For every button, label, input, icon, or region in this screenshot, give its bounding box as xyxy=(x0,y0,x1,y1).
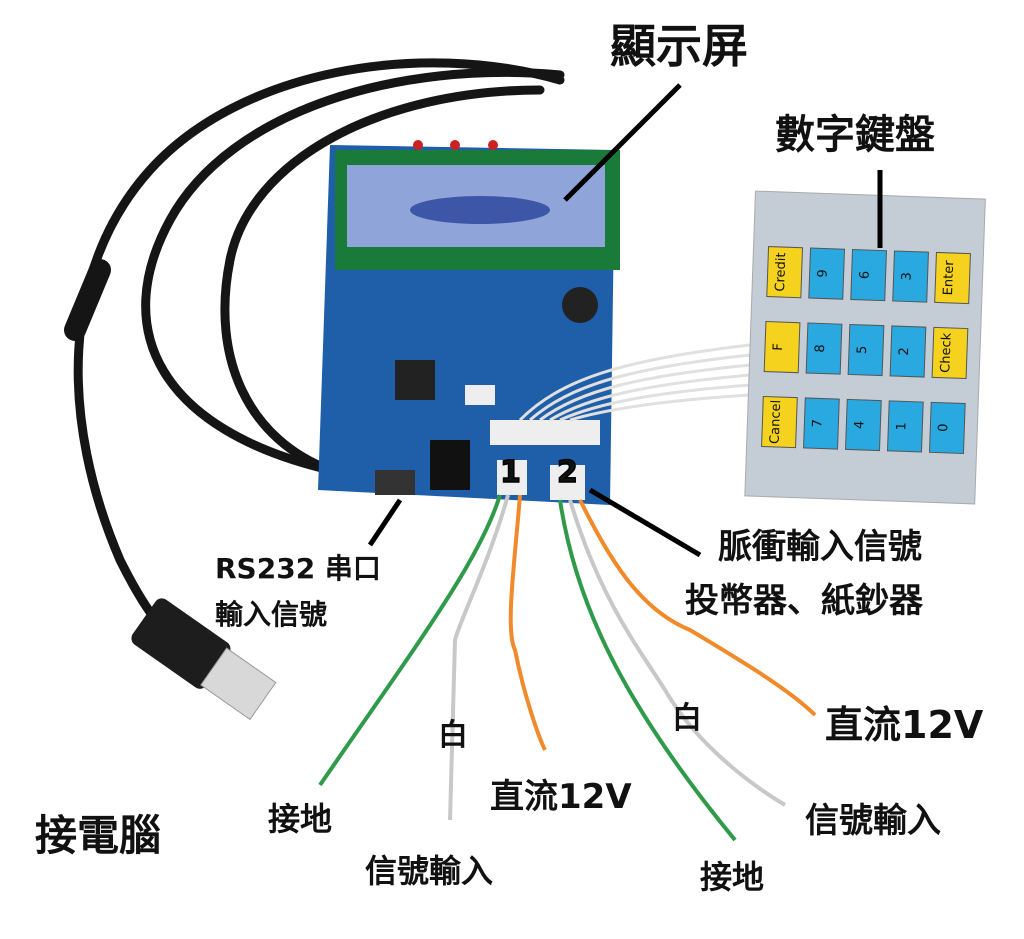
key-label: 1 xyxy=(894,422,909,431)
label-p2-ground: 接地 xyxy=(700,858,764,896)
key-3[interactable] xyxy=(892,250,929,303)
buzzer xyxy=(562,287,598,323)
ribbon-cable xyxy=(518,343,751,422)
usb-plug xyxy=(131,598,277,721)
key-8[interactable] xyxy=(805,322,843,375)
label-pulse-2: 投幣器、紙鈔器 xyxy=(685,581,924,621)
label-p2-white: 白 xyxy=(672,701,702,736)
key-label: 0 xyxy=(936,423,951,432)
regulator xyxy=(430,440,470,490)
key-label: 4 xyxy=(852,420,867,429)
key-label: 7 xyxy=(810,419,825,428)
label-computer: 接電腦 xyxy=(35,811,161,860)
key-6[interactable] xyxy=(850,248,887,302)
key-label: Enter xyxy=(941,260,957,296)
port-1-connector xyxy=(497,460,527,495)
label-keypad: 數字鍵盤 xyxy=(775,112,935,158)
label-rs232-2: 輸入信號 xyxy=(215,598,327,631)
key-label: 2 xyxy=(897,347,912,356)
label-display: 顯示屏 xyxy=(610,19,748,73)
label-p1-dc: 直流12V xyxy=(490,777,632,817)
label-pulse-1: 脈衝輸入信號 xyxy=(718,527,922,567)
key-label: Credit xyxy=(773,252,789,292)
key-9[interactable] xyxy=(808,247,846,300)
key-label: 3 xyxy=(899,272,914,281)
label-rs232-1: RS232 串口 xyxy=(215,552,381,585)
mcu-chip xyxy=(395,360,435,400)
port-2-connector xyxy=(550,465,585,500)
key-f[interactable] xyxy=(763,321,801,374)
key-5[interactable] xyxy=(847,323,885,377)
pointer-lines xyxy=(367,83,883,558)
key-1[interactable] xyxy=(886,400,924,453)
label-p2-dc: 直流12V xyxy=(825,703,984,747)
usb-cable xyxy=(64,58,565,655)
key-7[interactable] xyxy=(803,397,840,450)
key-4[interactable] xyxy=(845,398,882,452)
label-port-2: 2 xyxy=(557,455,578,490)
label-p1-ground: 接地 xyxy=(268,800,332,838)
key-2[interactable] xyxy=(889,325,927,378)
label-p1-white: 白 xyxy=(438,718,468,753)
key-0[interactable] xyxy=(928,401,966,455)
label-p1-signal: 信號輸入 xyxy=(365,852,493,890)
label-p2-signal: 信號輸入 xyxy=(805,801,941,841)
key-label: Cancel xyxy=(768,400,785,445)
key-label: 8 xyxy=(813,344,828,353)
key-label: 6 xyxy=(857,271,872,280)
ribbon-connector xyxy=(490,420,600,445)
wires xyxy=(318,494,817,842)
key-check[interactable] xyxy=(931,326,969,380)
controller-board xyxy=(318,140,620,505)
key-label: Check xyxy=(938,332,954,373)
key-label: F xyxy=(771,343,786,351)
label-port-1: 1 xyxy=(500,455,521,490)
key-cancel[interactable] xyxy=(761,395,798,449)
key-enter[interactable] xyxy=(934,251,971,305)
key-label: 9 xyxy=(816,269,831,278)
key-credit[interactable] xyxy=(766,246,804,299)
rs232-header xyxy=(375,470,415,495)
key-label: 5 xyxy=(855,346,870,355)
